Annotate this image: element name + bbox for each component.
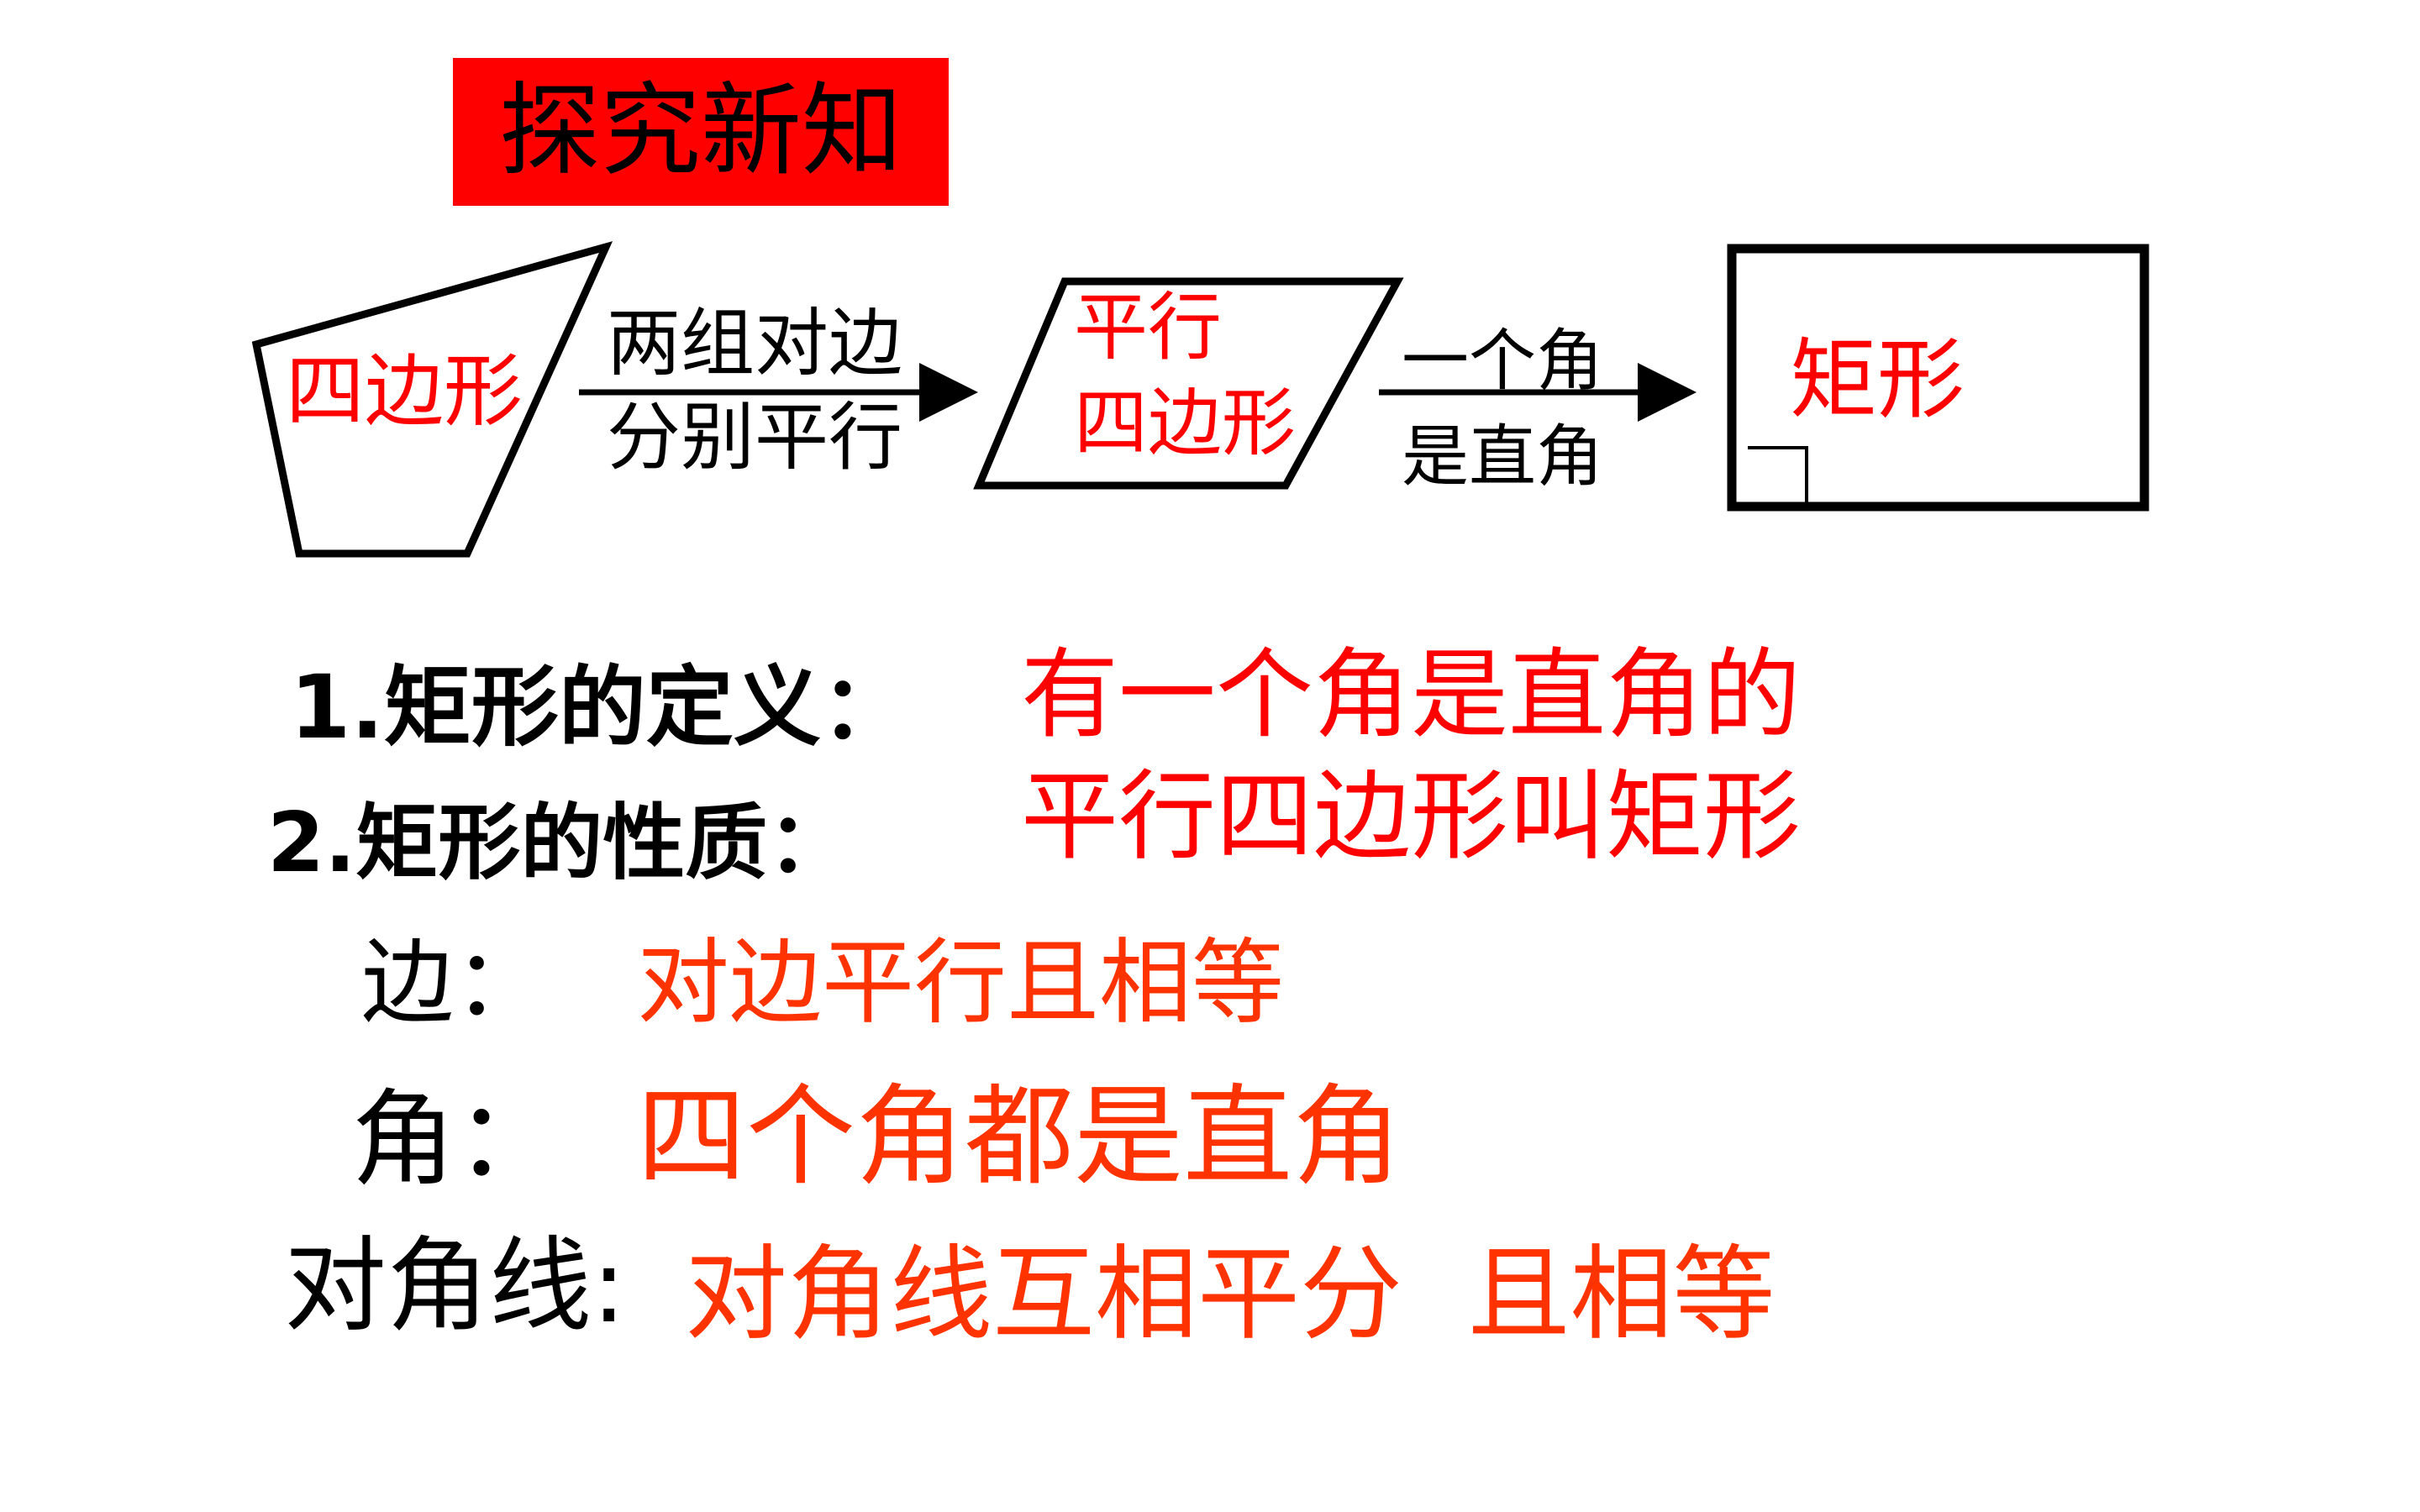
page-title: 探究新知 bbox=[499, 73, 902, 190]
diagonals-label: 对角线: bbox=[284, 1226, 627, 1346]
angles-label: 角： bbox=[351, 1079, 560, 1200]
diagonals-value: 对角线互相平分 且相等 bbox=[685, 1235, 1776, 1354]
title-banner: 探究新知 bbox=[453, 58, 949, 206]
rectangle-label: 矩形 bbox=[1790, 328, 1965, 431]
quadrilateral-label: 四边形 bbox=[286, 346, 523, 438]
arrow-2-label-bottom: 是直角 bbox=[1402, 417, 1603, 496]
sides-value: 对边平行且相等 bbox=[637, 929, 1284, 1037]
rectangle-shape bbox=[1727, 244, 2149, 512]
definition-text-line1: 有一个角是直角的 bbox=[1021, 638, 1801, 752]
arrow-1-label-bottom: 分别平行 bbox=[607, 394, 903, 480]
arrow-2-label-top: 一个角 bbox=[1402, 322, 1603, 400]
quadrilateral-shape bbox=[251, 241, 613, 558]
parallelogram-label-bottom: 四边形 bbox=[1074, 380, 1297, 466]
sides-label: 边： bbox=[361, 929, 546, 1037]
angles-value: 四个角都是直角 bbox=[637, 1073, 1402, 1200]
definition-label: 1.矩形的定义： bbox=[290, 656, 908, 759]
properties-label: 2.矩形的性质： bbox=[267, 795, 850, 891]
right-angle-marker bbox=[1748, 446, 1808, 502]
definition-text-line2: 平行四边形叫矩形 bbox=[1021, 760, 1801, 874]
parallelogram-shape bbox=[973, 277, 1404, 490]
arrow-1-label-top: 两组对边 bbox=[607, 300, 903, 386]
parallelogram-label-top: 平行 bbox=[1074, 284, 1223, 370]
